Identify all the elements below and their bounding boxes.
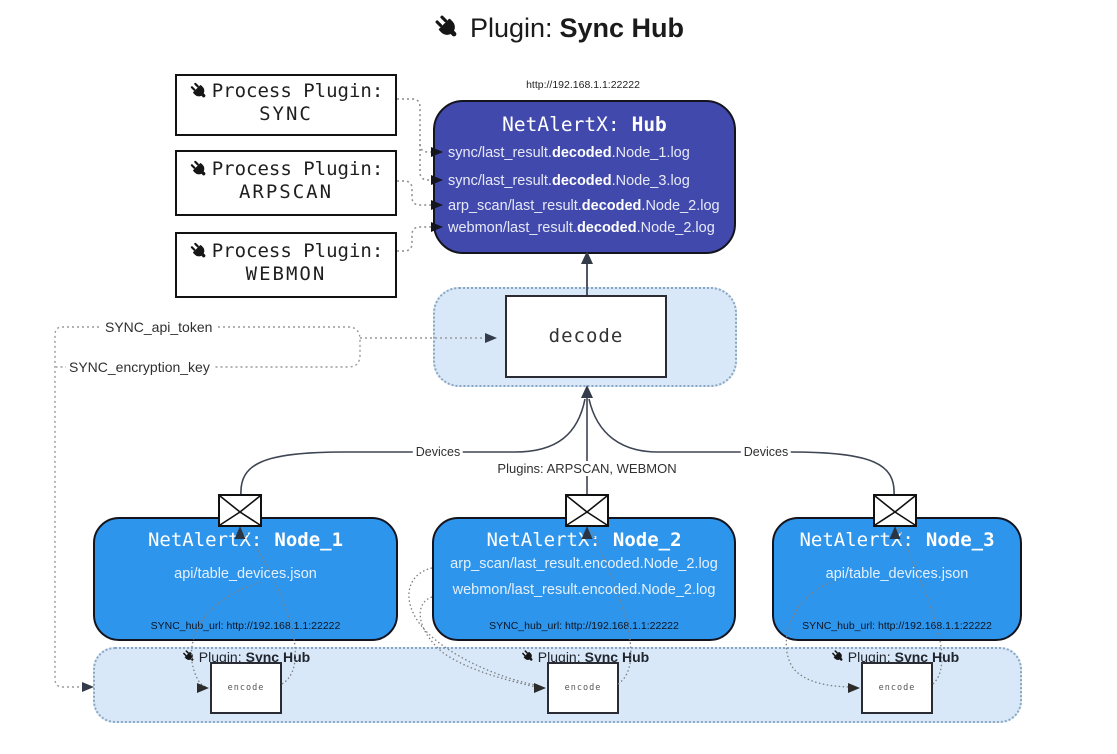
hub-title: NetAlertX: Hub xyxy=(435,113,734,136)
encode-box: encode xyxy=(547,662,619,714)
hub-log-row: webmon/last_result.decoded.Node_2.log xyxy=(448,220,715,236)
setting-encryption-key-label: SYNC_encryption_key xyxy=(66,359,213,375)
node-hub-url: SYNC_hub_url: http://192.168.1.1:22222 xyxy=(150,620,341,632)
encode-box: encode xyxy=(210,662,282,714)
node-hub-url: SYNC_hub_url: http://192.168.1.1:22222 xyxy=(489,620,679,632)
process-plugin-label: Process Plugin: xyxy=(211,80,384,102)
plug-icon xyxy=(831,649,846,664)
hub-log-row: sync/last_result.decoded.Node_1.log xyxy=(448,145,690,161)
process-plugin-box-arpscan: Process Plugin: ARPSCAN xyxy=(175,150,397,216)
hub-title-name: Hub xyxy=(631,113,667,136)
plug-icon xyxy=(189,159,210,180)
edge-label-devices-left: Devices xyxy=(412,445,464,459)
node-file: webmon/last_result.encoded.Node_2.log xyxy=(452,582,716,598)
node-hub-url: SYNC_hub_url: http://192.168.1.1:22222 xyxy=(802,620,992,632)
hub-title-prefix: NetAlertX: xyxy=(502,113,620,136)
hub-box: NetAlertX: Hub sync/last_result.decoded.N… xyxy=(433,100,736,254)
process-plugin-box-sync: Process Plugin: SYNC xyxy=(175,74,397,136)
edge-label-devices-right: Devices xyxy=(740,445,792,459)
process-plugin-label: Process Plugin: xyxy=(211,240,384,262)
envelope-icon xyxy=(218,494,262,527)
process-plugin-name: SYNC xyxy=(259,103,313,125)
process-plugin-name: WEBMON xyxy=(245,263,327,285)
node-box-node-1: NetAlertX:Node_1 api/table_devices.json … xyxy=(93,517,398,641)
plug-icon xyxy=(189,81,210,102)
title-name: Sync Hub xyxy=(559,13,685,43)
plug-icon xyxy=(433,13,463,43)
hub-log-row: sync/last_result.decoded.Node_3.log xyxy=(448,173,690,189)
encode-box: encode xyxy=(861,662,933,714)
node-title: NetAlertX:Node_1 xyxy=(147,529,344,551)
node-box-node-3: NetAlertX:Node_3 api/table_devices.json … xyxy=(772,517,1022,641)
node-file: api/table_devices.json xyxy=(825,566,969,582)
edge-label-plugins-center: Plugins: ARPSCAN, WEBMON xyxy=(494,461,680,476)
page-title: Plugin:Sync Hub xyxy=(0,13,1117,44)
process-plugin-box-webmon: Process Plugin: WEBMON xyxy=(175,232,397,298)
node-title: NetAlertX:Node_2 xyxy=(486,529,682,551)
plug-icon xyxy=(182,649,197,664)
hub-url: http://192.168.1.1:22222 xyxy=(526,79,640,91)
process-plugin-label: Process Plugin: xyxy=(211,158,384,180)
hub-log-row: arp_scan/last_result.decoded.Node_2.log xyxy=(448,198,720,214)
envelope-icon xyxy=(565,494,609,527)
node-file: api/table_devices.json xyxy=(174,566,317,582)
node-title: NetAlertX:Node_3 xyxy=(799,529,995,551)
title-prefix: Plugin: xyxy=(469,13,553,43)
node-file: arp_scan/last_result.encoded.Node_2.log xyxy=(450,556,718,572)
decode-box: decode xyxy=(505,295,667,378)
plug-icon xyxy=(521,649,536,664)
setting-api-token-label: SYNC_api_token xyxy=(102,319,216,335)
node-box-node-2: NetAlertX:Node_2 arp_scan/last_result.en… xyxy=(432,517,736,641)
envelope-icon xyxy=(873,494,917,527)
process-plugin-name: ARPSCAN xyxy=(238,181,334,203)
plug-icon xyxy=(189,241,210,262)
